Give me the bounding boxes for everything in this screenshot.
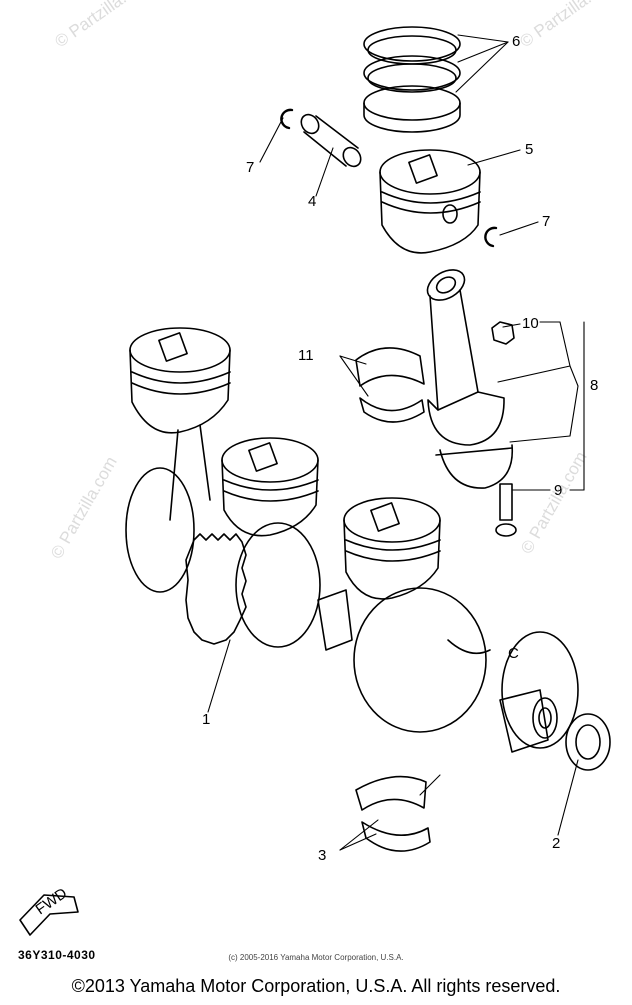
- callout-3: 3: [318, 847, 326, 864]
- circlip-left: [280, 108, 294, 130]
- callout-8: 8: [590, 377, 598, 394]
- callout-4: 4: [308, 193, 316, 210]
- watermarks: © Partzilla.com © Partzilla.com © Partzi…: [47, 0, 621, 562]
- rod-bolt: [495, 483, 517, 537]
- callout-9: 9: [554, 482, 562, 499]
- main-bearing-halves: [355, 775, 431, 852]
- callout-5: 5: [525, 141, 533, 158]
- rod-bearing-halves: [355, 347, 425, 423]
- callout-numbers: 6 5 7 4 7 10 11 8 9 1 2 3: [202, 33, 598, 864]
- callout-11: 11: [298, 347, 314, 364]
- callout-7-left: 7: [246, 159, 254, 176]
- piston-rings: [363, 26, 461, 133]
- callout-2: 2: [552, 835, 560, 852]
- oil-seal: [565, 713, 611, 771]
- callout-7-right: 7: [542, 213, 550, 230]
- rod-nut: [491, 321, 515, 345]
- callout-10: 10: [522, 315, 539, 332]
- piston-pin: [300, 113, 362, 168]
- fwd-arrow-icon: FWD: [19, 885, 79, 936]
- copyright-small: (c) 2005-2016 Yamaha Motor Corporation, …: [228, 953, 404, 962]
- copyright-main: ©2013 Yamaha Motor Corporation, U.S.A. A…: [71, 976, 561, 996]
- crankshaft-assembly: C: [125, 327, 579, 753]
- watermark-top-right: © Partzilla.com: [516, 0, 621, 51]
- leader-lines: [207, 34, 585, 851]
- diagram-part-code: 36Y310-4030: [18, 948, 96, 962]
- watermark-top-left: © Partzilla.com: [51, 0, 156, 51]
- callout-6: 6: [512, 33, 520, 50]
- watermark-right: © Partzilla.com: [517, 448, 591, 557]
- piston-single: [379, 149, 481, 254]
- circlip-right: [484, 226, 498, 248]
- watermark-center: © Partzilla.com: [47, 453, 121, 562]
- connecting-rod: [426, 269, 514, 489]
- crank-marking: C: [508, 645, 519, 662]
- callout-1: 1: [202, 711, 210, 728]
